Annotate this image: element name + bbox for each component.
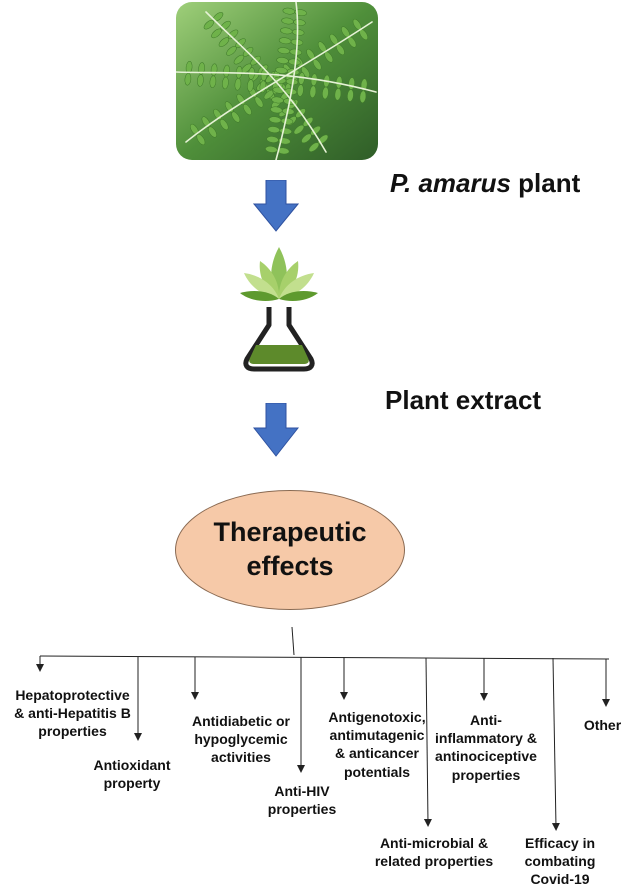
plant-extract-label: Plant extract [385, 385, 542, 415]
extract-flask-icon [240, 247, 318, 372]
trunk-line [291, 626, 295, 656]
plant-photo [176, 2, 378, 160]
effect-covid: Efficacy in combating Covid-19 [524, 835, 596, 888]
therapeutic-title-line2: effects [246, 551, 334, 581]
plant-word: plant [518, 168, 581, 198]
plant-label: P. amarus plant [390, 168, 580, 199]
effect-antigenotoxic: Antigenotoxic, antimutagenic & anticance… [328, 709, 426, 780]
down-arrow-icon [253, 180, 299, 232]
effect-anti-microbial: Anti-microbial & related properties [374, 835, 494, 870]
connector-anti-microbial [423, 657, 432, 827]
connector-covid [551, 657, 560, 831]
effect-antioxidant: Antioxidant property [93, 757, 171, 792]
therapeutic-title-line1: Therapeutic [213, 517, 367, 548]
therapeutic-effects-node: Therapeutic effects [175, 490, 405, 610]
effect-antidiabetic: Antidiabetic or hypoglycemic activities [191, 713, 290, 766]
effect-other: Other [583, 717, 622, 733]
down-arrow-icon [253, 403, 299, 457]
effect-anti-inflammatory: Anti- inflammatory & antinociceptive pro… [435, 712, 537, 783]
effect-anti-hiv: Anti-HIV properties [267, 783, 337, 818]
plant-species-name: P. amarus [390, 168, 511, 198]
effect-hepatoprotective: Hepatoprotective & anti-Hepatitis B prop… [14, 687, 131, 740]
branch-bar [39, 655, 610, 660]
plant-photo-image [176, 2, 378, 160]
